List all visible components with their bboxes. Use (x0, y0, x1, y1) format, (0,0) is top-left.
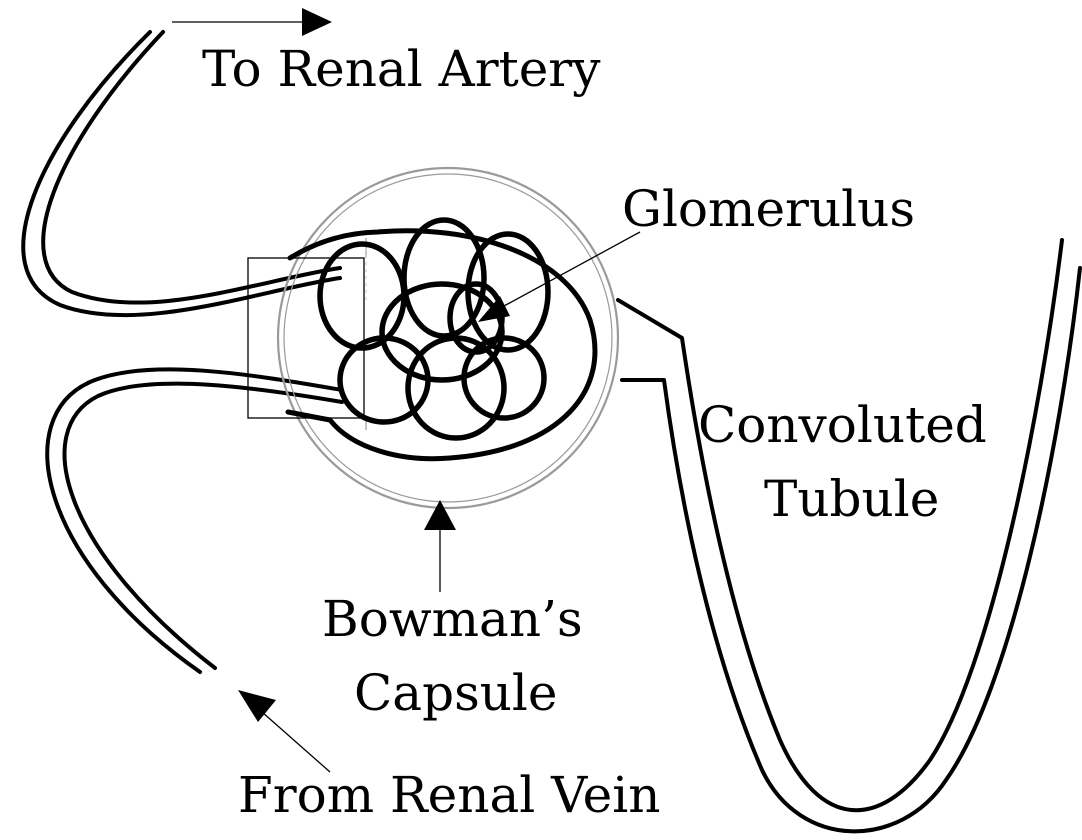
label-from-renal-vein: From Renal Vein (238, 766, 660, 824)
label-capsule: Capsule (354, 664, 558, 722)
label-convoluted: Convoluted (698, 396, 987, 454)
label-bowmans: Bowman’s (322, 590, 583, 648)
glomerulus-loops (320, 220, 548, 438)
label-to-renal-artery: To Renal Artery (202, 40, 601, 98)
convoluted-tubule (618, 240, 1080, 831)
label-tubule: Tubule (764, 470, 939, 528)
bowmans-capsule (248, 168, 618, 508)
label-glomerulus: Glomerulus (622, 180, 915, 238)
bowmans-capsule-pointer (424, 500, 456, 592)
to-renal-artery-arrow (172, 8, 332, 36)
from-renal-vein-arrow (238, 690, 330, 772)
